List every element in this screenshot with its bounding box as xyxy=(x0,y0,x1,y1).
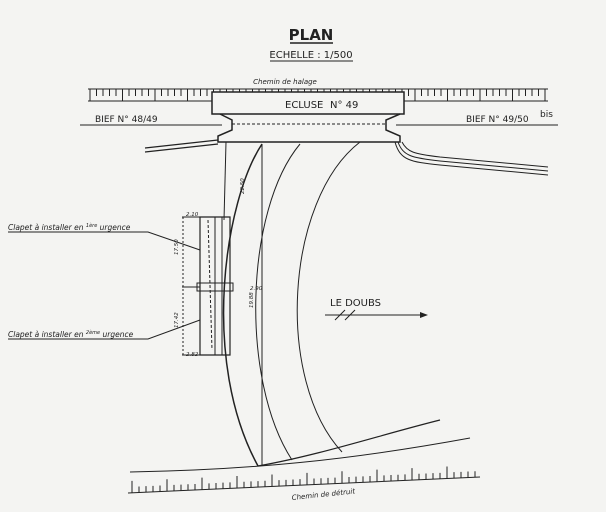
plan-title: PLAN xyxy=(289,26,334,44)
reach-left-label: BIEF N° 48/49 xyxy=(95,115,158,125)
lock-number: N° 49 xyxy=(330,100,358,111)
dim-lower-span: 17.42 xyxy=(174,312,180,328)
reach-right-sup: bis xyxy=(540,110,553,120)
river-label: LE DOUBS xyxy=(330,298,381,309)
lock-name: ECLUSE xyxy=(285,100,323,111)
towpath-label: Chemin de halage xyxy=(253,78,317,86)
valve-1-label: Clapet à installer en 1ère urgence xyxy=(8,222,131,232)
dim-arc-length: 19.88 xyxy=(249,292,255,308)
dim-bottom-gap: 2.82 xyxy=(186,352,199,358)
reach-right-label: BIEF N° 49/50 xyxy=(466,115,529,125)
valve-2-label: Clapet à installer en 2ème urgence xyxy=(8,329,134,339)
weir-arcs xyxy=(222,141,441,467)
dim-mid-gap: 2.90 xyxy=(250,286,263,292)
lock-structure: ECLUSE N° 49 xyxy=(211,91,405,143)
dim-upper-span: 17.50 xyxy=(174,239,180,255)
bottom-path-label: Chemin de détruit xyxy=(291,487,355,502)
dim-top-gap: 2.10 xyxy=(186,212,199,218)
scale-label: ECHELLE : 1/500 xyxy=(269,50,352,61)
bottom-path-ruler xyxy=(127,466,481,494)
flow-arrow xyxy=(325,309,428,321)
dim-upper-arc: 22.50 xyxy=(240,178,246,194)
valve-frame xyxy=(182,141,234,356)
